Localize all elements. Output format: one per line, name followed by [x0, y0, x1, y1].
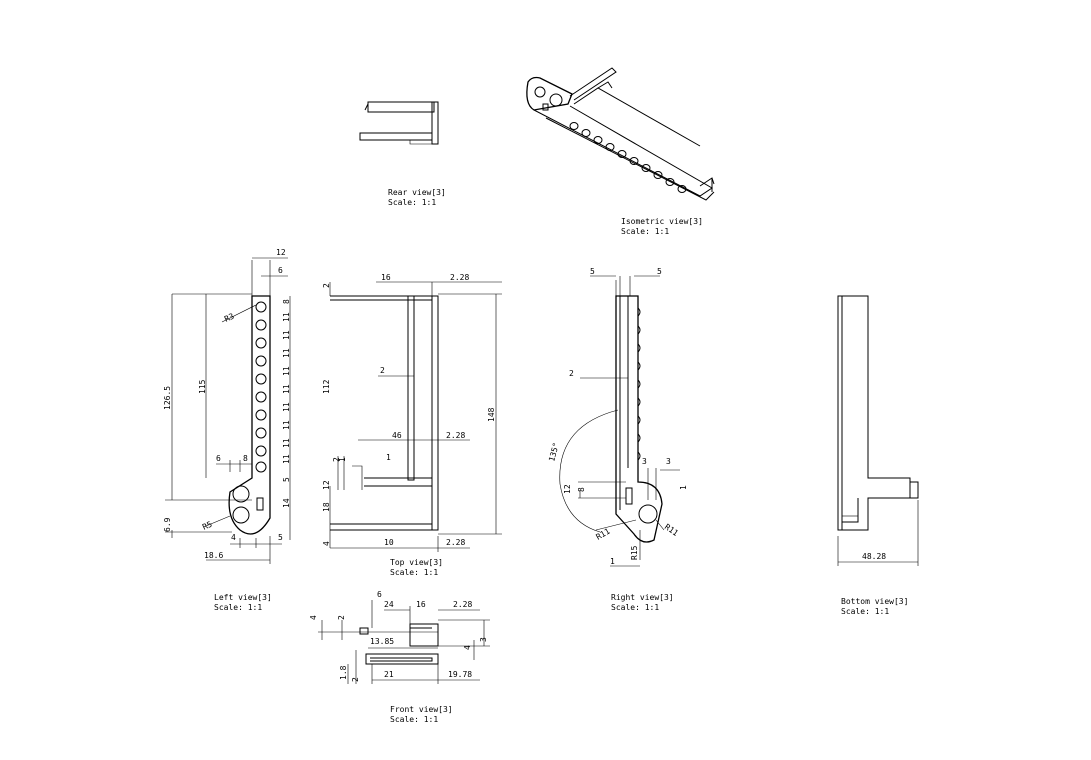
top-dim-46: 46	[392, 431, 402, 440]
top-dim-18: 18	[322, 502, 331, 512]
left-dim-126-5: 126.5	[163, 386, 172, 410]
top-view-title: Top view[3]	[390, 558, 443, 567]
left-view-title: Left view[3]	[214, 593, 272, 602]
left-dim-18-6: 18.6	[204, 551, 223, 560]
top-dim-2-a: 2	[322, 283, 331, 288]
front-dim-6: 6	[377, 590, 382, 599]
rear-view-title: Rear view[3]	[388, 188, 446, 197]
isometric-view-title: Isometric view[3]	[621, 217, 703, 226]
left-dim-14: 14	[282, 498, 291, 508]
top-view: 16 2.28 2 148 112 2 46 2.28 2 1 1 12 18 …	[322, 273, 502, 577]
front-dim-2-a: 2	[337, 615, 346, 620]
top-dim-10: 10	[384, 538, 394, 547]
bottom-dim-48-28: 48.28	[862, 552, 886, 561]
front-view-title: Front view[3]	[390, 705, 453, 714]
isometric-view: Isometric view[3] Scale: 1:1	[526, 67, 715, 236]
front-dim-3: 3	[479, 637, 488, 642]
top-dim-148: 148	[487, 407, 496, 422]
left-dim-11-b: 11	[282, 330, 291, 340]
rear-view: Rear view[3] Scale: 1:1	[359, 101, 446, 207]
left-dim-115: 115	[198, 379, 207, 394]
top-dim-2-28-b: 2.28	[446, 431, 465, 440]
bottom-view-scale: Scale: 1:1	[841, 607, 889, 616]
front-dim-1-8: 1.8	[339, 665, 348, 680]
rear-view-scale: Scale: 1:1	[388, 198, 436, 207]
left-dim-5: 5	[282, 477, 291, 482]
front-dim-2-28: 2.28	[453, 600, 472, 609]
left-dim-8: 8	[282, 299, 291, 304]
right-dim-12: 12	[563, 484, 572, 494]
left-dim-6-b: 6	[216, 454, 221, 463]
front-view-scale: Scale: 1:1	[390, 715, 438, 724]
top-dim-2-c: 2	[332, 457, 341, 462]
top-dim-2-28-a: 2.28	[450, 273, 469, 282]
left-dim-r3: R3	[223, 312, 236, 324]
right-dim-3-a: 3	[642, 457, 647, 466]
right-dim-1-a: 1	[679, 485, 688, 490]
left-dim-12: 12	[276, 248, 286, 257]
top-dim-16: 16	[381, 273, 391, 282]
right-dim-r11-b: R11	[663, 522, 680, 538]
right-dim-3-b: 3	[666, 457, 671, 466]
front-dim-16: 16	[416, 600, 426, 609]
isometric-view-scale: Scale: 1:1	[621, 227, 669, 236]
left-dim-11-e: 11	[282, 384, 291, 394]
left-dim-11-i: 11	[282, 454, 291, 464]
bottom-view-title: Bottom view[3]	[841, 597, 908, 606]
right-dim-r15: R15	[630, 545, 639, 560]
front-dim-21: 21	[384, 670, 394, 679]
top-dim-1-a: 1	[338, 457, 347, 462]
left-dim-11-d: 11	[282, 366, 291, 376]
top-dim-1-b: 1	[386, 453, 391, 462]
right-dim-5-a: 5	[590, 267, 595, 276]
right-dim-135: 135°	[547, 442, 561, 463]
left-dim-4: 4	[231, 533, 236, 542]
front-dim-4: 4	[309, 615, 318, 620]
front-dim-24: 24	[384, 600, 394, 609]
front-dim-19-78: 19.78	[448, 670, 472, 679]
bottom-view: 48.28 Bottom view[3] Scale: 1:1	[837, 295, 919, 616]
top-dim-12: 12	[322, 480, 331, 490]
right-dim-5-b: 5	[657, 267, 662, 276]
right-dim-r11-a: R11	[595, 527, 612, 542]
front-dim-13-85: 13.85	[370, 637, 394, 646]
left-view-scale: Scale: 1:1	[214, 603, 262, 612]
left-dim-6: 6	[278, 266, 283, 275]
front-dim-2-b: 2	[351, 677, 360, 682]
left-dim-11-f: 11	[282, 402, 291, 412]
right-view-title: Right view[3]	[611, 593, 674, 602]
top-dim-4: 4	[322, 541, 331, 546]
right-dim-2: 2	[569, 369, 574, 378]
left-dim-11-h: 11	[282, 438, 291, 448]
top-dim-2-b: 2	[380, 366, 385, 375]
left-dim-r5: R5	[201, 520, 214, 532]
top-dim-2-28-c: 2.28	[446, 538, 465, 547]
top-dim-112: 112	[322, 379, 331, 394]
right-dim-8: 8	[577, 487, 586, 492]
left-dim-6-9: 6.9	[163, 517, 172, 532]
left-dim-8-b: 8	[243, 454, 248, 463]
left-dim-11-g: 11	[282, 420, 291, 430]
right-view-scale: Scale: 1:1	[611, 603, 659, 612]
front-view: 6 24 16 2.28 4 2 13.85 3 4 1.8 2 21 19.7…	[309, 590, 490, 724]
left-dim-5-b: 5	[278, 533, 283, 542]
left-dim-11-a: 11	[282, 312, 291, 322]
front-dim-4-b: 4	[463, 645, 472, 650]
right-dim-1-b: 1	[610, 557, 615, 566]
left-dim-11-c: 11	[282, 348, 291, 358]
right-view: 5 5 2 135° 3 3 12 8 1 R11 R11 R15 1 Righ…	[547, 267, 688, 612]
left-view: 12 6 126.5 115 R3 8 11 11 11 11 11 11 11…	[163, 248, 291, 612]
top-view-scale: Scale: 1:1	[390, 568, 438, 577]
